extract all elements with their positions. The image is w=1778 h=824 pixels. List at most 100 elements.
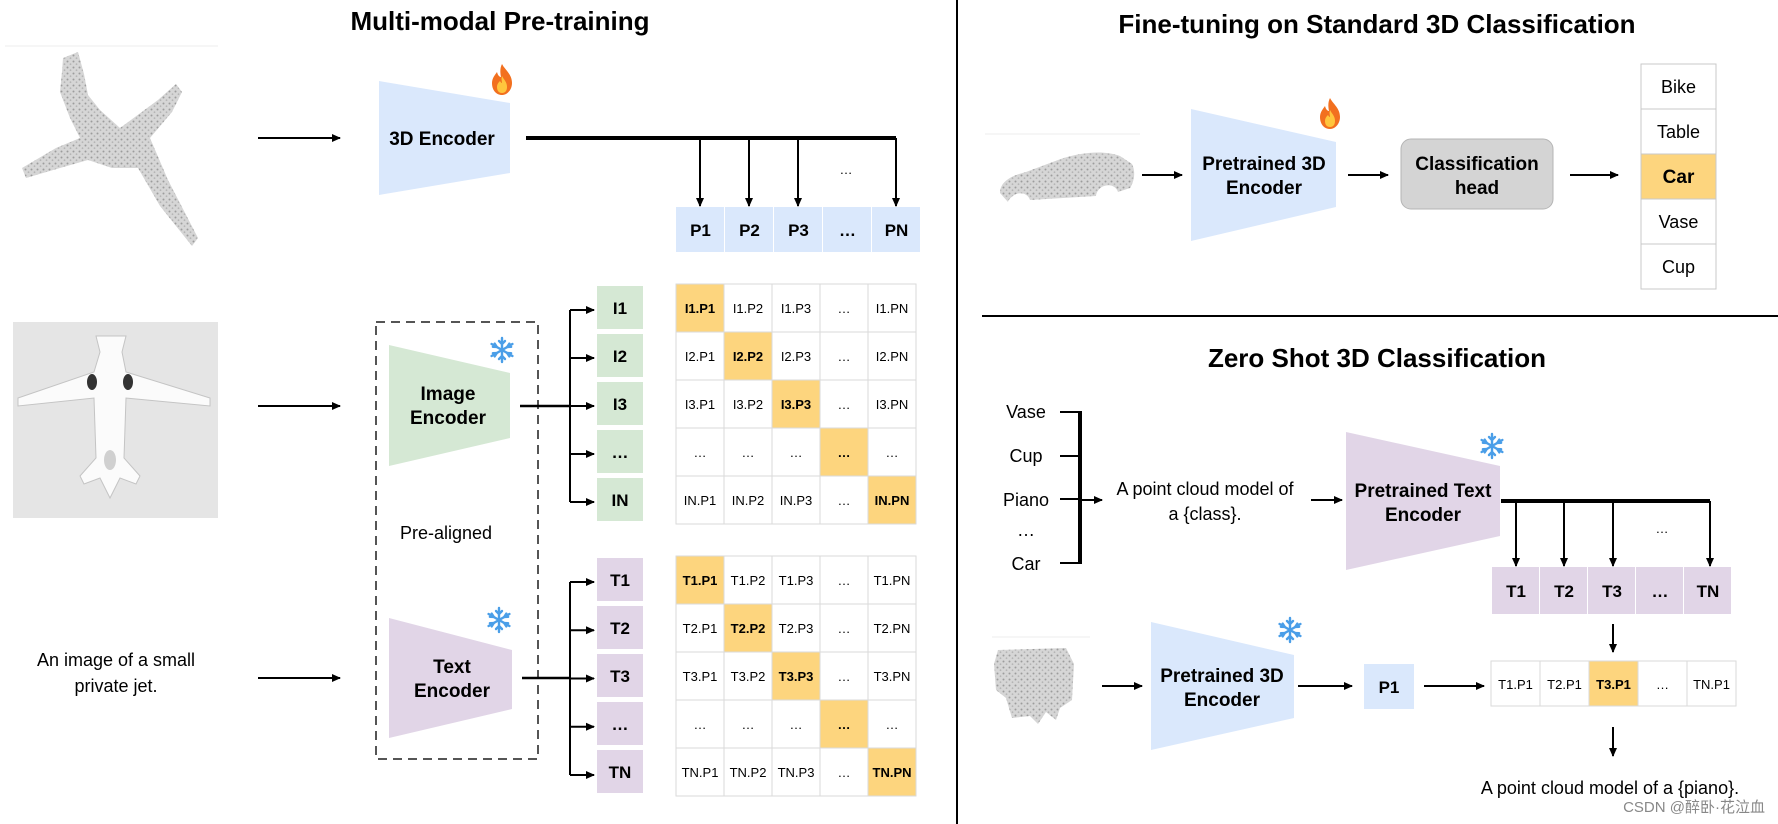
zeroshot-text-encoder-block [1346, 432, 1500, 570]
matrix-cell [675, 331, 725, 381]
matrix-cell [819, 603, 869, 653]
matrix-cell-label: I2.PN [876, 349, 909, 364]
zeroshot-t-token-label: T3 [1602, 582, 1622, 601]
point-cloud-jet-image [5, 45, 218, 246]
score-cell-label: T2.P1 [1547, 677, 1582, 692]
matrix-cell-label: … [838, 301, 851, 316]
point-cloud-car-image [985, 133, 1140, 202]
token-label: IN [612, 491, 629, 510]
matrix-cell [867, 699, 917, 749]
matrix-cell [771, 427, 821, 477]
zeroshot-text-encoder-label-1: Pretrained Text [1355, 481, 1493, 502]
zeroshot-result: A point cloud model of a {piano}. [1481, 778, 1739, 798]
class-bracket [1060, 411, 1082, 564]
matrix-cell-label: … [886, 445, 899, 460]
matrix-cell [819, 283, 869, 333]
p-token-cell [872, 207, 920, 252]
matrix-cell-label: T1.PN [874, 573, 911, 588]
matrix-cell [819, 555, 869, 605]
classification-head-label-1: Classification [1415, 154, 1539, 175]
zeroshot-t-token-cell [1588, 567, 1635, 614]
zeroshot-3d-encoder-label-2: Encoder [1184, 690, 1261, 711]
prompt-line-2: a {class}. [1168, 504, 1241, 524]
3d-encoder-block [379, 81, 510, 195]
matrix-cell-label: T3.PN [874, 669, 911, 684]
zeroshot-text-encoder-label-2: Encoder [1385, 505, 1462, 526]
zeroshot-p1-label: P1 [1379, 678, 1400, 697]
token-cell [597, 654, 643, 697]
matrix-cell-label: IN.P2 [732, 493, 765, 508]
p-ellipsis: … [840, 162, 853, 177]
image-encoder-label-1: Image [421, 384, 476, 405]
matrix-cell-label: I2.P1 [685, 349, 715, 364]
class-item-label: Table [1657, 122, 1700, 142]
matrix-cell [723, 747, 773, 797]
score-cell-label: T1.P1 [1498, 677, 1533, 692]
token-label: … [612, 715, 629, 734]
classification-head-block [1400, 138, 1554, 210]
matrix-cell-label: T2.P3 [779, 621, 814, 636]
image-branch-connector [520, 310, 571, 502]
pre-aligned-label: Pre-aligned [400, 523, 492, 543]
p-token-cell [725, 207, 773, 252]
matrix-cell [819, 331, 869, 381]
p-token-label: P1 [690, 221, 711, 240]
caption-line-2: private jet. [74, 676, 157, 696]
p-token-cell [774, 207, 822, 252]
token-label: I2 [613, 347, 627, 366]
token-label: TN [609, 763, 632, 782]
matrix-cell-label: TN.P2 [730, 765, 767, 780]
zeroshot-t-token-cell [1636, 567, 1683, 614]
token-cell [597, 430, 643, 473]
p-token-label: P2 [739, 221, 760, 240]
matrix-cell [675, 651, 725, 701]
snowflake-icon [1480, 432, 1504, 460]
matrix-cell [771, 699, 821, 749]
candidate-class-label: Vase [1006, 402, 1046, 422]
zeroshot-t-token-cell [1684, 567, 1731, 614]
finetune-encoder-label-1: Pretrained 3D [1202, 154, 1326, 175]
matrix-cell [675, 603, 725, 653]
snowflake-icon [490, 336, 514, 364]
matrix-cell [867, 651, 917, 701]
token-cell [597, 286, 643, 329]
token-label: I3 [613, 395, 627, 414]
matrix-cell [771, 603, 821, 653]
image-encoder-block [389, 345, 510, 466]
matrix-cell-match [675, 283, 725, 333]
matrix-cell [819, 651, 869, 701]
matrix-cell [723, 379, 773, 429]
matrix-cell-label: … [838, 397, 851, 412]
text-encoder-label-1: Text [433, 657, 471, 678]
matrix-cell-label: … [694, 445, 707, 460]
matrix-cell-label: I2.P3 [781, 349, 811, 364]
p-token-label: PN [885, 221, 909, 240]
score-cell-label: … [1656, 677, 1669, 692]
matrix-cell [723, 283, 773, 333]
matrix-cell-match [723, 603, 773, 653]
token-cell [597, 750, 643, 793]
score-cell [1539, 660, 1590, 707]
matrix-cell-match [771, 651, 821, 701]
zeroshot-p1-token [1364, 664, 1414, 709]
t-ellipsis: … [1656, 521, 1669, 536]
finetune-encoder-block [1191, 109, 1336, 241]
matrix-cell-label: … [694, 717, 707, 732]
class-item [1640, 198, 1717, 245]
token-cell [597, 606, 643, 649]
text-branch-connector [522, 582, 571, 775]
p-token-cell [676, 207, 724, 252]
matrix-cell-label: IN.P1 [684, 493, 717, 508]
matrix-cell-label: … [838, 765, 851, 780]
matrix-cell [867, 427, 917, 477]
zeroshot-t-token-label: T2 [1554, 582, 1574, 601]
candidate-class-label: … [1017, 520, 1035, 540]
fire-icon [1320, 98, 1340, 129]
class-item [1640, 63, 1717, 110]
matrix-cell-label: IN.PN [875, 493, 910, 508]
text-encoder-block [389, 618, 512, 738]
